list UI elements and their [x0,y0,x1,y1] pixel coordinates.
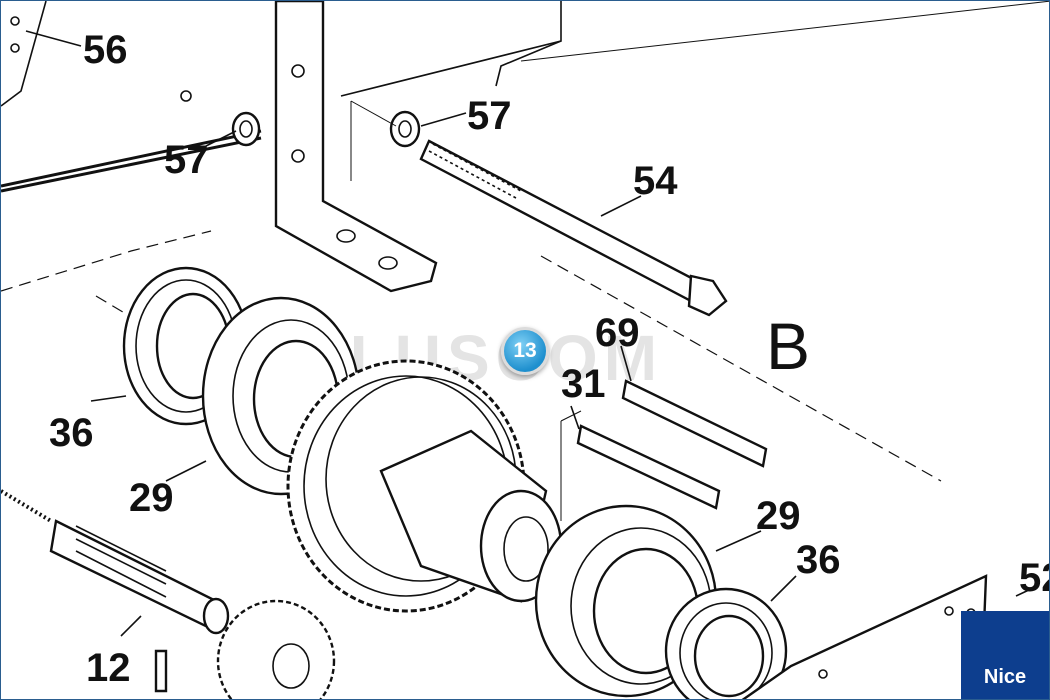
oil-seal-36-right [664,587,788,699]
mounting-bracket [274,1,438,293]
label-31: 31 [561,362,606,406]
label-36-right: 36 [796,538,841,582]
label-54: 54 [633,159,678,203]
label-57-right: 57 [467,94,512,138]
pinion-shaft-12 [1,489,230,635]
label-52: 52 [1019,556,1050,600]
label-56: 56 [83,28,128,72]
label-29-right: 29 [756,494,801,538]
callout-badge[interactable]: 13 [501,327,549,375]
washer-57-right [389,110,421,148]
label-69: 69 [595,311,640,355]
key-69 [621,379,768,468]
brand-logo: Nice [961,611,1049,699]
leader-lines [25,30,1032,637]
washer-57-left [231,111,261,147]
section-letter: B [766,309,810,383]
label-12: 12 [86,646,131,690]
label-57-left: 57 [164,138,209,182]
cover-plate-52 [741,574,988,699]
housing-plate [1,1,1049,193]
label-29-left: 29 [129,476,174,520]
label-36-left: 36 [49,411,94,455]
key-31 [576,424,721,510]
bolt-54 [419,139,728,317]
small-gear [154,599,336,699]
